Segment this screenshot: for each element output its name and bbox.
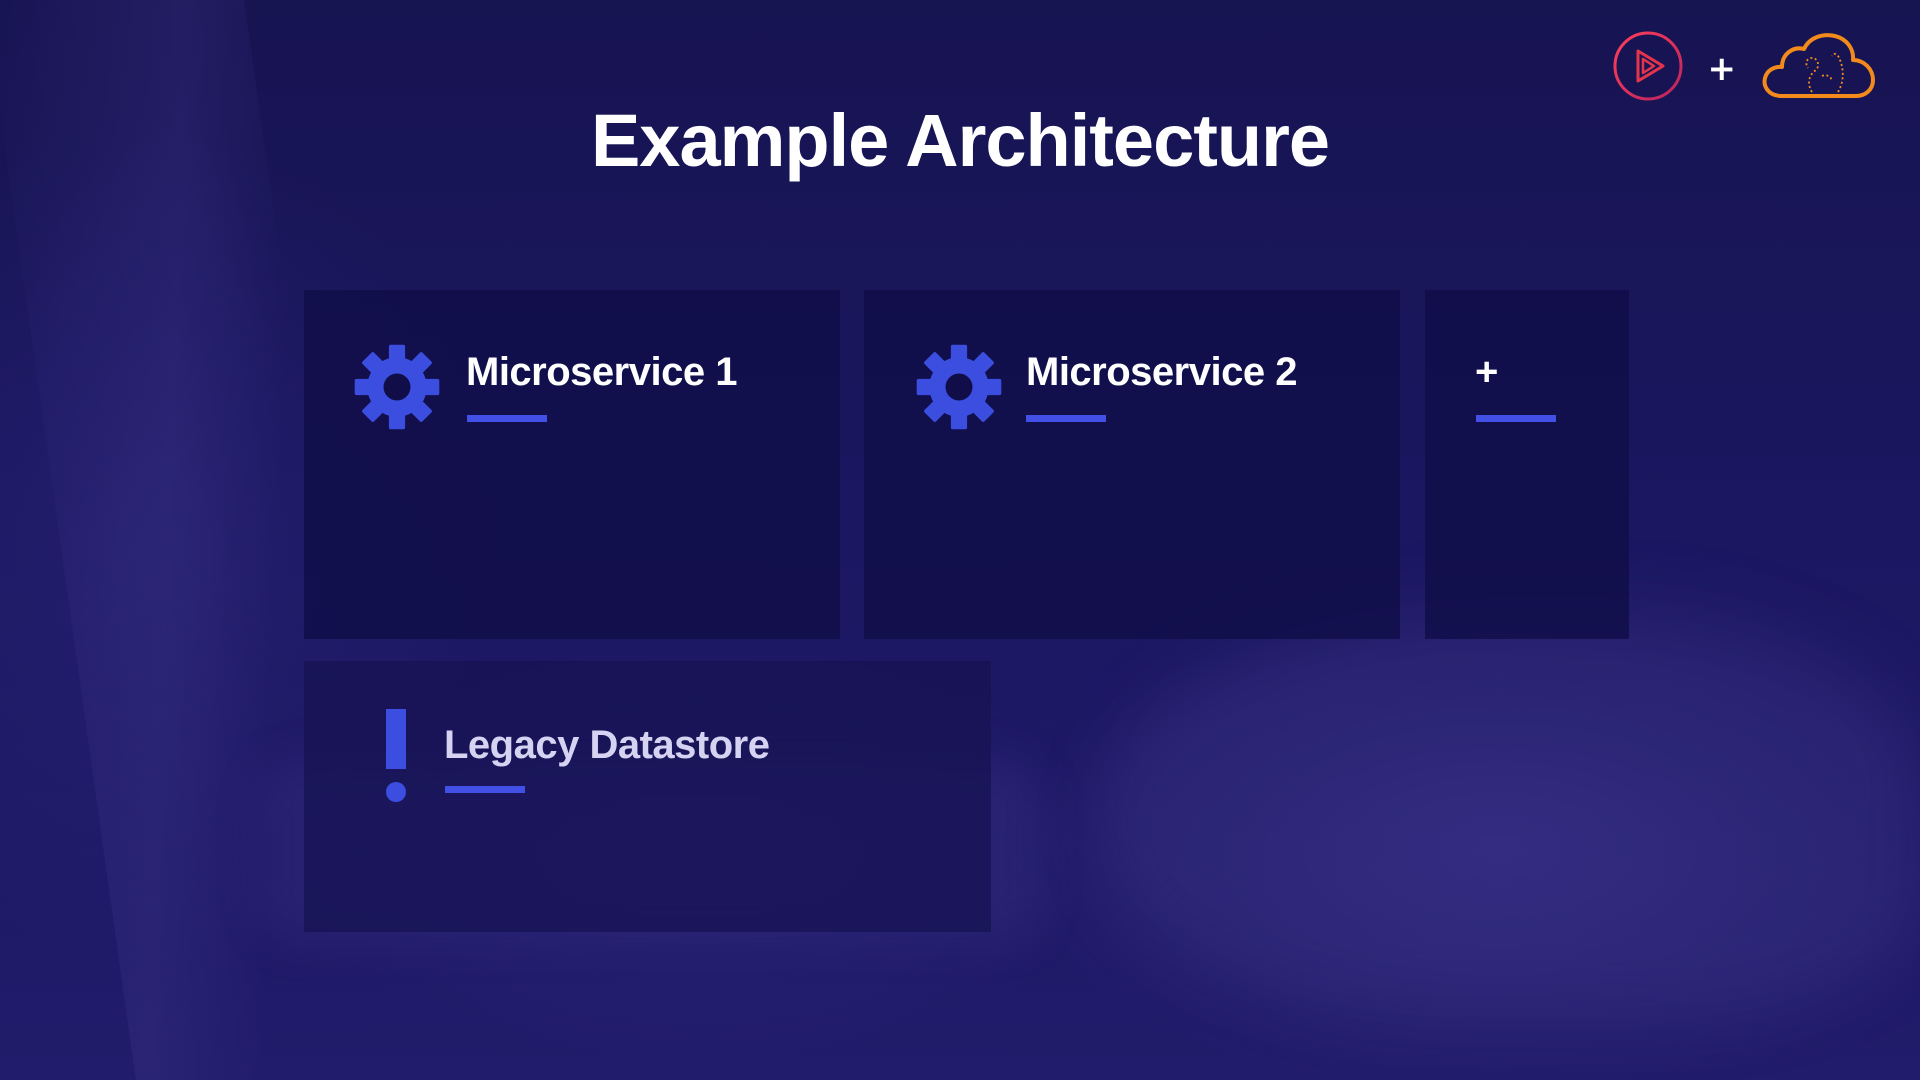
- slide-title: Example Architecture: [590, 99, 1330, 182]
- more-services-underline: [1476, 415, 1556, 422]
- pluralsight-play-logo-icon: [1612, 30, 1684, 107]
- microservice-2-box: Microservice 2: [864, 290, 1400, 639]
- logo-separator: +: [1707, 48, 1737, 89]
- microservice-1-label: Microservice 1: [466, 350, 737, 394]
- microservice-1-box: Microservice 1: [304, 290, 840, 639]
- gear-icon: [914, 342, 1004, 437]
- legacy-datastore-label: Legacy Datastore: [444, 723, 770, 767]
- more-services-box: +: [1425, 290, 1629, 639]
- gear-icon: [352, 342, 442, 437]
- legacy-datastore-underline: [445, 786, 525, 793]
- microservice-1-underline: [467, 415, 547, 422]
- legacy-datastore-box: Legacy Datastore: [304, 661, 991, 932]
- microservice-2-label: Microservice 2: [1026, 350, 1297, 394]
- header-logos: +: [1612, 30, 1879, 107]
- microservice-2-underline: [1026, 415, 1106, 422]
- more-services-label: +: [1475, 350, 1498, 394]
- cloud-logo-icon: [1760, 30, 1878, 107]
- exclamation-icon: [384, 709, 408, 808]
- background-hand-shape: [1100, 600, 1920, 1020]
